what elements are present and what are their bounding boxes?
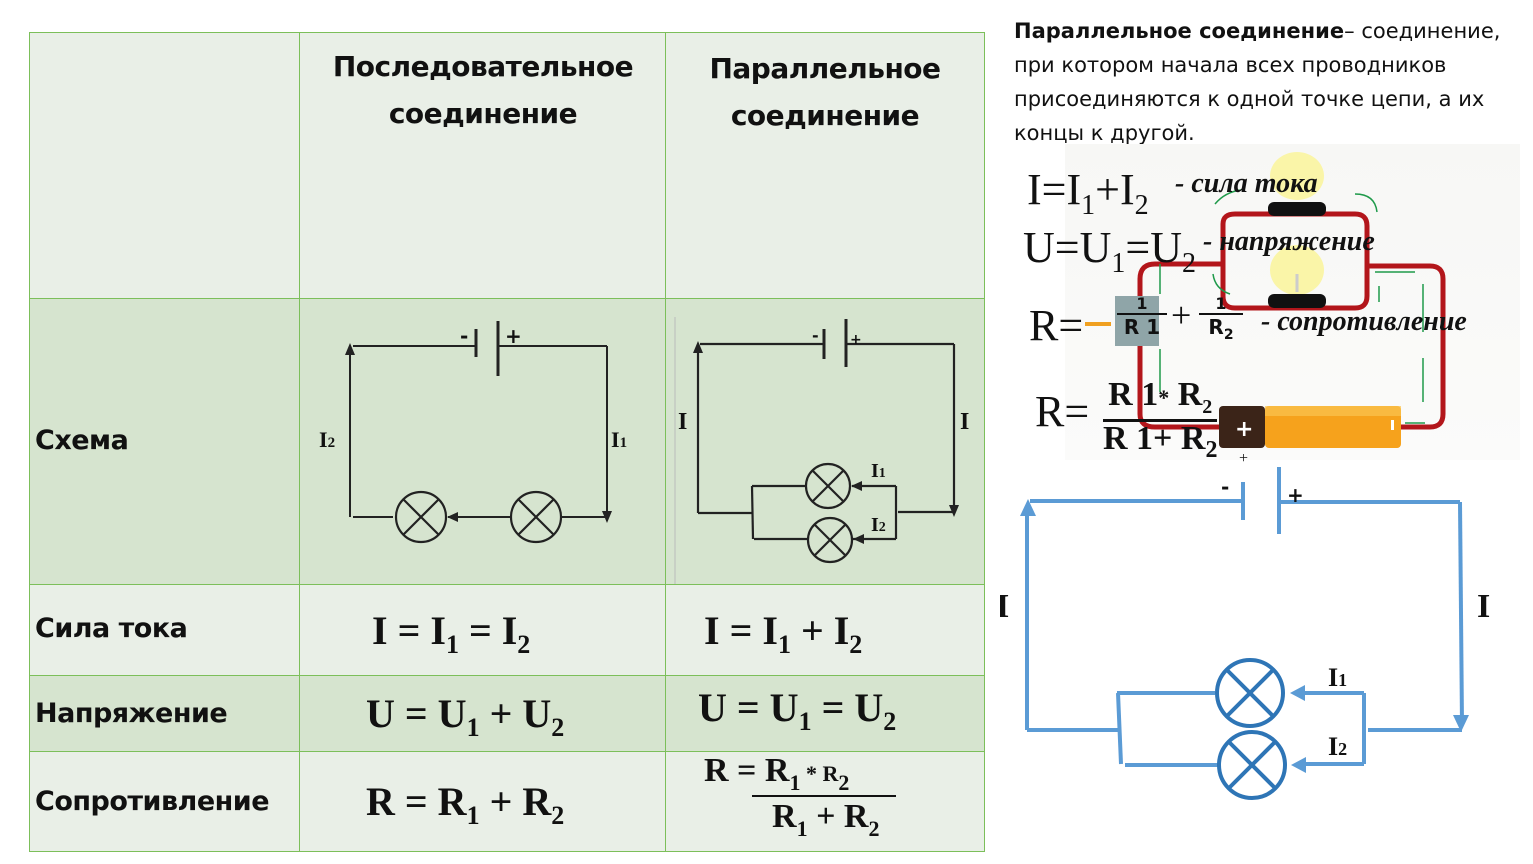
label-i2: I2 — [1328, 732, 1347, 761]
photo-resistance-lhs: R= — [1029, 301, 1084, 350]
arrow-down-icon — [1453, 715, 1469, 732]
photo-voltage-note: - напряжение — [1203, 226, 1375, 257]
arrow-left-icon — [1290, 685, 1305, 701]
battery-plus: + — [1235, 417, 1253, 442]
lamp-icon — [394, 490, 448, 544]
header-parallel-line1: Параллельное — [709, 52, 941, 85]
parallel-circuit-illustration: + I=I1+I2 - сила тока U=U1=U2 - напряжен… — [1023, 144, 1520, 467]
header-empty-cell — [29, 32, 301, 300]
minus-sign: - — [460, 324, 468, 348]
series-voltage-cell: U = U1 + U2 — [299, 675, 667, 753]
photo-fraction-1: 1 R 1 — [1117, 294, 1167, 339]
row-label-resistance: Сопротивление — [35, 786, 270, 817]
row-current-label-cell: Сила тока — [29, 584, 301, 677]
label-i-left: I — [678, 409, 687, 435]
series-resistance-formula: R = R1 + R2 — [366, 779, 565, 830]
series-current-formula: I = I1 = I2 — [372, 608, 531, 659]
label-i2: I2 — [319, 427, 335, 452]
blue-parallel-circuit-diagram: - + I I I1 I2 — [1000, 467, 1490, 800]
lightbulb-icon — [1268, 152, 1326, 216]
battery-icon — [1219, 406, 1401, 448]
header-series-line2: соединение — [388, 97, 578, 130]
lamp-icon — [804, 462, 852, 510]
lamp-icon — [509, 490, 563, 544]
row-resistance-label-cell: Сопротивление — [29, 751, 301, 852]
label-i1: I1 — [1328, 663, 1347, 692]
parallel-current-formula: I = I1 + I2 — [704, 608, 863, 659]
series-current-cell: I = I1 = I2 — [299, 584, 667, 677]
series-resistance-cell: R = R1 + R2 — [299, 751, 667, 852]
lightbulb-icon — [1268, 245, 1326, 308]
photo-voltage-formula: U=U1=U2 — [1023, 223, 1196, 279]
parallel-resistance-cell: R = R1 * R2 R1 + R2 — [665, 751, 985, 852]
switch-icon — [1085, 296, 1159, 346]
lamp-icon — [1215, 658, 1285, 728]
label-i1: I1 — [871, 460, 886, 482]
plus-sign: + — [1287, 483, 1304, 507]
parallel-resistance-numerator: R = R1 * R2 — [704, 752, 850, 795]
photo-resistance-note: - сопротивление — [1261, 306, 1467, 337]
header-parallel-line2: соединение — [730, 99, 920, 132]
arrow-down-icon — [602, 511, 612, 523]
row-label-voltage: Напряжение — [35, 698, 228, 729]
definition-term: Параллельное соединение — [1014, 19, 1345, 43]
header-series: Последовательное соединение — [299, 32, 667, 300]
definition-text: соединение, при котором начала всех пров… — [1014, 19, 1501, 145]
series-voltage-formula: U = U1 + U2 — [366, 691, 565, 742]
label-i1: I1 — [611, 427, 627, 452]
comparison-table: Последовательное соединение Параллельное… — [29, 32, 985, 852]
arrow-left-icon — [851, 481, 862, 491]
label-i-right: I — [960, 409, 969, 435]
photo-plus: + — [1171, 295, 1192, 335]
parallel-circuit-diagram: - + I I I1 I2 — [674, 317, 969, 584]
minus-sign: - — [1221, 475, 1229, 499]
series-circuit-diagram: - + I2 I1 — [319, 321, 627, 544]
parallel-definition: Параллельное соединение– соединение, при… — [1014, 14, 1514, 150]
label-i2: I2 — [871, 514, 886, 536]
row-label-current: Сила тока — [35, 613, 188, 644]
photo-fraction-2: 1 R2 — [1199, 294, 1243, 343]
parallel-voltage-formula: U = U1 = U2 — [698, 685, 897, 736]
arrow-down-icon — [949, 505, 959, 517]
row-schema-label-cell: Схема — [29, 298, 301, 586]
parallel-resistance-denominator: R1 + R2 — [772, 798, 880, 841]
arrow-left-icon — [447, 512, 458, 522]
lamp-icon — [806, 516, 854, 564]
arrow-up-icon — [693, 341, 703, 353]
minus-sign: - — [812, 326, 819, 345]
stray-plus: + — [1239, 450, 1249, 467]
photo-resistance2-lhs: R= — [1035, 387, 1090, 436]
arrow-up-icon — [1020, 499, 1036, 516]
arrow-up-icon — [345, 343, 355, 355]
label-i-left: I — [1000, 588, 1009, 625]
row-voltage-label-cell: Напряжение — [29, 675, 301, 753]
parallel-diagram-cell: - + I I I1 I2 — [665, 298, 985, 586]
header-series-line1: Последовательное — [332, 50, 634, 83]
photo-resistance2-fraction: R 1* R2 R 1+ R2 — [1103, 376, 1218, 467]
wire — [1220, 211, 1370, 311]
wire — [750, 485, 755, 540]
wire — [1367, 263, 1446, 430]
wire — [1116, 692, 1123, 765]
plus-sign: + — [850, 332, 862, 348]
arrow-left-icon — [1291, 757, 1306, 773]
row-label-schema: Схема — [35, 425, 129, 456]
photo-current-note: - сила тока — [1175, 168, 1318, 199]
definition-dash: – — [1344, 19, 1355, 43]
wire — [1458, 501, 1464, 726]
arrow-left-icon — [853, 534, 864, 544]
photo-current-formula: I=I1+I2 — [1027, 165, 1149, 221]
label-i-right: I — [1477, 588, 1490, 625]
header-parallel: Параллельное соединение — [665, 32, 985, 300]
plus-sign: + — [505, 324, 522, 348]
parallel-voltage-cell: U = U1 = U2 — [665, 675, 985, 753]
series-diagram-cell: - + I2 I1 — [299, 298, 667, 586]
parallel-current-cell: I = I1 + I2 — [665, 584, 985, 677]
illustration-graphics: + — [1085, 152, 1446, 448]
fraction-bar — [752, 795, 896, 797]
wire — [1137, 261, 1265, 430]
lamp-icon — [1217, 730, 1287, 800]
